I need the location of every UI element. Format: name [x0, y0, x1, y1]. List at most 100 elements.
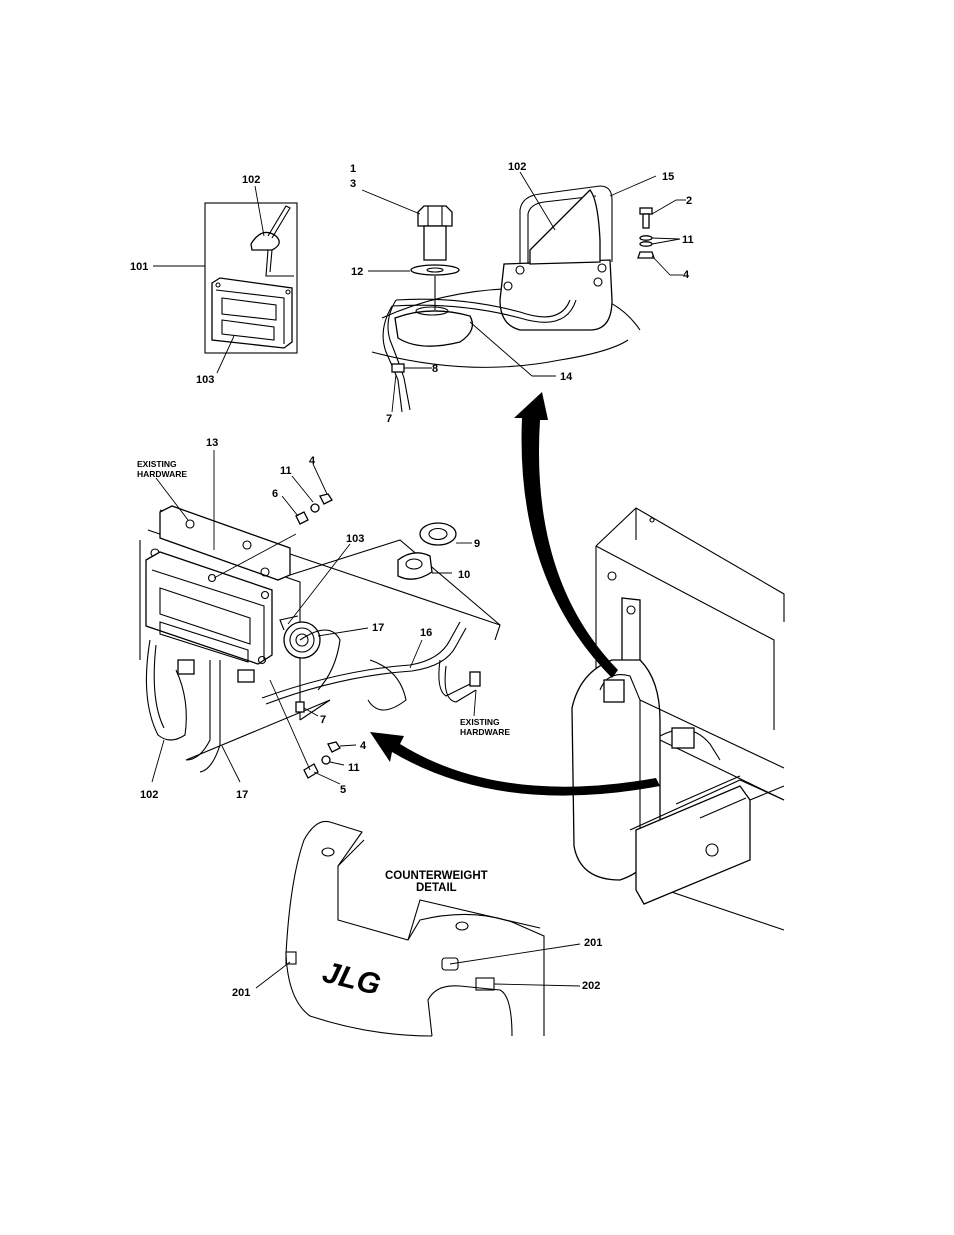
kit-box-group: 102 101 103 — [130, 174, 298, 386]
nut-4 — [637, 251, 655, 259]
detail-arrows — [370, 392, 660, 796]
counterweight-title-line1: COUNTERWEIGHT — [385, 870, 488, 882]
leader-4b — [651, 255, 671, 276]
existing-hardware-2-line1: EXISTING — [460, 717, 500, 727]
callout-10: 10 — [458, 569, 470, 581]
cw-outline-top — [285, 820, 545, 1036]
leader-4-mid-top — [312, 463, 328, 495]
decal-201-left — [285, 951, 297, 965]
callout-2: 2 — [686, 195, 692, 207]
leader-6 — [281, 495, 299, 517]
connector-a — [177, 659, 195, 675]
counterweight-detail: JLG COUNTERWEIGHT DETAIL 201 202 201 — [232, 820, 602, 1037]
lockwasher-11b — [639, 241, 653, 247]
alarm-lead — [299, 629, 341, 691]
module-on-machine — [671, 727, 695, 749]
callout-102-small: 102 — [242, 174, 260, 186]
callout-102-mid: 102 — [140, 789, 158, 801]
leader-11-mid-top — [291, 475, 314, 503]
leader-existing-2 — [473, 689, 477, 717]
callout-5: 5 — [340, 784, 346, 796]
lockwasher-11-mid-bottom — [321, 755, 331, 765]
cable-17-a — [185, 660, 211, 761]
module-small — [211, 277, 293, 349]
upright-top-edge — [595, 507, 785, 622]
cable-16-a — [261, 621, 461, 699]
leader-103-mid-2 — [287, 543, 351, 625]
callout-4-top: 4 — [683, 269, 690, 281]
cable-16-b — [265, 627, 467, 705]
leader-102-top — [519, 171, 556, 231]
cable-102-a — [145, 639, 187, 741]
callout-17-bottom: 17 — [236, 789, 248, 801]
antenna-bracket — [499, 185, 613, 331]
frame-edge-5 — [185, 699, 331, 761]
callout-101: 101 — [130, 261, 148, 273]
callout-11-top: 11 — [682, 234, 694, 246]
bolt-small-2 — [639, 207, 653, 229]
cable-16-d — [444, 665, 477, 703]
frame-edge-3 — [289, 539, 501, 641]
antenna-cable-1 — [395, 298, 571, 318]
callout-201-right: 201 — [584, 937, 602, 949]
callout-11-mid-top: 11 — [280, 465, 292, 477]
leader-11b — [651, 238, 681, 245]
leader-7-top — [391, 373, 397, 413]
lockwasher-11-mid-top — [310, 503, 320, 513]
leader-hardware-bottom — [269, 679, 311, 771]
callout-8: 8 — [432, 363, 438, 375]
antenna-cable-4 — [382, 305, 403, 413]
upright-face — [595, 545, 775, 730]
callout-14: 14 — [560, 371, 573, 383]
module-installation-detail: 13 EXISTING HARDWARE 4 11 6 103 9 10 17 … — [137, 437, 510, 801]
callout-3: 3 — [350, 178, 356, 190]
leader-103-mid — [213, 533, 297, 579]
arrow-to-top-detail — [514, 392, 618, 678]
leader-2b — [651, 199, 677, 215]
callout-16: 16 — [420, 627, 432, 639]
leader-5 — [313, 771, 341, 785]
callout-17-mid: 17 — [372, 622, 384, 634]
leader-15 — [609, 175, 657, 197]
frame-block — [635, 785, 751, 905]
bolt-large — [417, 205, 453, 261]
counterweight-body — [571, 659, 661, 881]
cable-16-c — [438, 659, 471, 697]
cable-tie-8 — [391, 363, 405, 373]
callout-4-mid-bottom: 4 — [360, 740, 367, 752]
cw-bevel-2 — [407, 899, 541, 941]
nut-4-mid-bottom — [327, 741, 341, 753]
leader-201-right — [449, 943, 581, 965]
callout-7-top: 7 — [386, 413, 392, 425]
leader-102-mid — [151, 739, 165, 783]
antenna-mount-detail: 1 3 102 15 2 11 12 4 8 14 7 — [350, 161, 694, 425]
callout-12: 12 — [351, 266, 363, 278]
callout-7-mid: 7 — [320, 714, 326, 726]
callout-103-mid: 103 — [346, 533, 364, 545]
cw-notch — [427, 985, 513, 1037]
module-large — [145, 551, 273, 665]
leader-202 — [493, 983, 581, 987]
cw-hole-1 — [321, 847, 335, 857]
antenna-cable-2 — [391, 299, 577, 323]
chassis-line-1 — [639, 699, 785, 769]
leader-17-bottom — [221, 745, 241, 783]
callout-13: 13 — [206, 437, 218, 449]
callout-15: 15 — [662, 171, 674, 183]
cw-outline-bottom — [285, 953, 433, 1037]
alarm-17 — [279, 615, 321, 659]
washer-12 — [410, 264, 460, 276]
lockwasher-11a — [639, 235, 653, 241]
kit-box-frame — [204, 202, 298, 354]
decal-201-right — [441, 957, 459, 971]
washer-9 — [419, 522, 457, 546]
arrow-to-mid-detail — [370, 732, 660, 796]
machine-view — [571, 507, 785, 931]
frame-slots — [675, 775, 747, 819]
callout-1: 1 — [350, 163, 356, 175]
cable-102-b — [153, 644, 165, 729]
screw-5 — [303, 763, 319, 779]
module-bracket-13 — [159, 505, 291, 581]
cable-17-b — [199, 660, 221, 773]
